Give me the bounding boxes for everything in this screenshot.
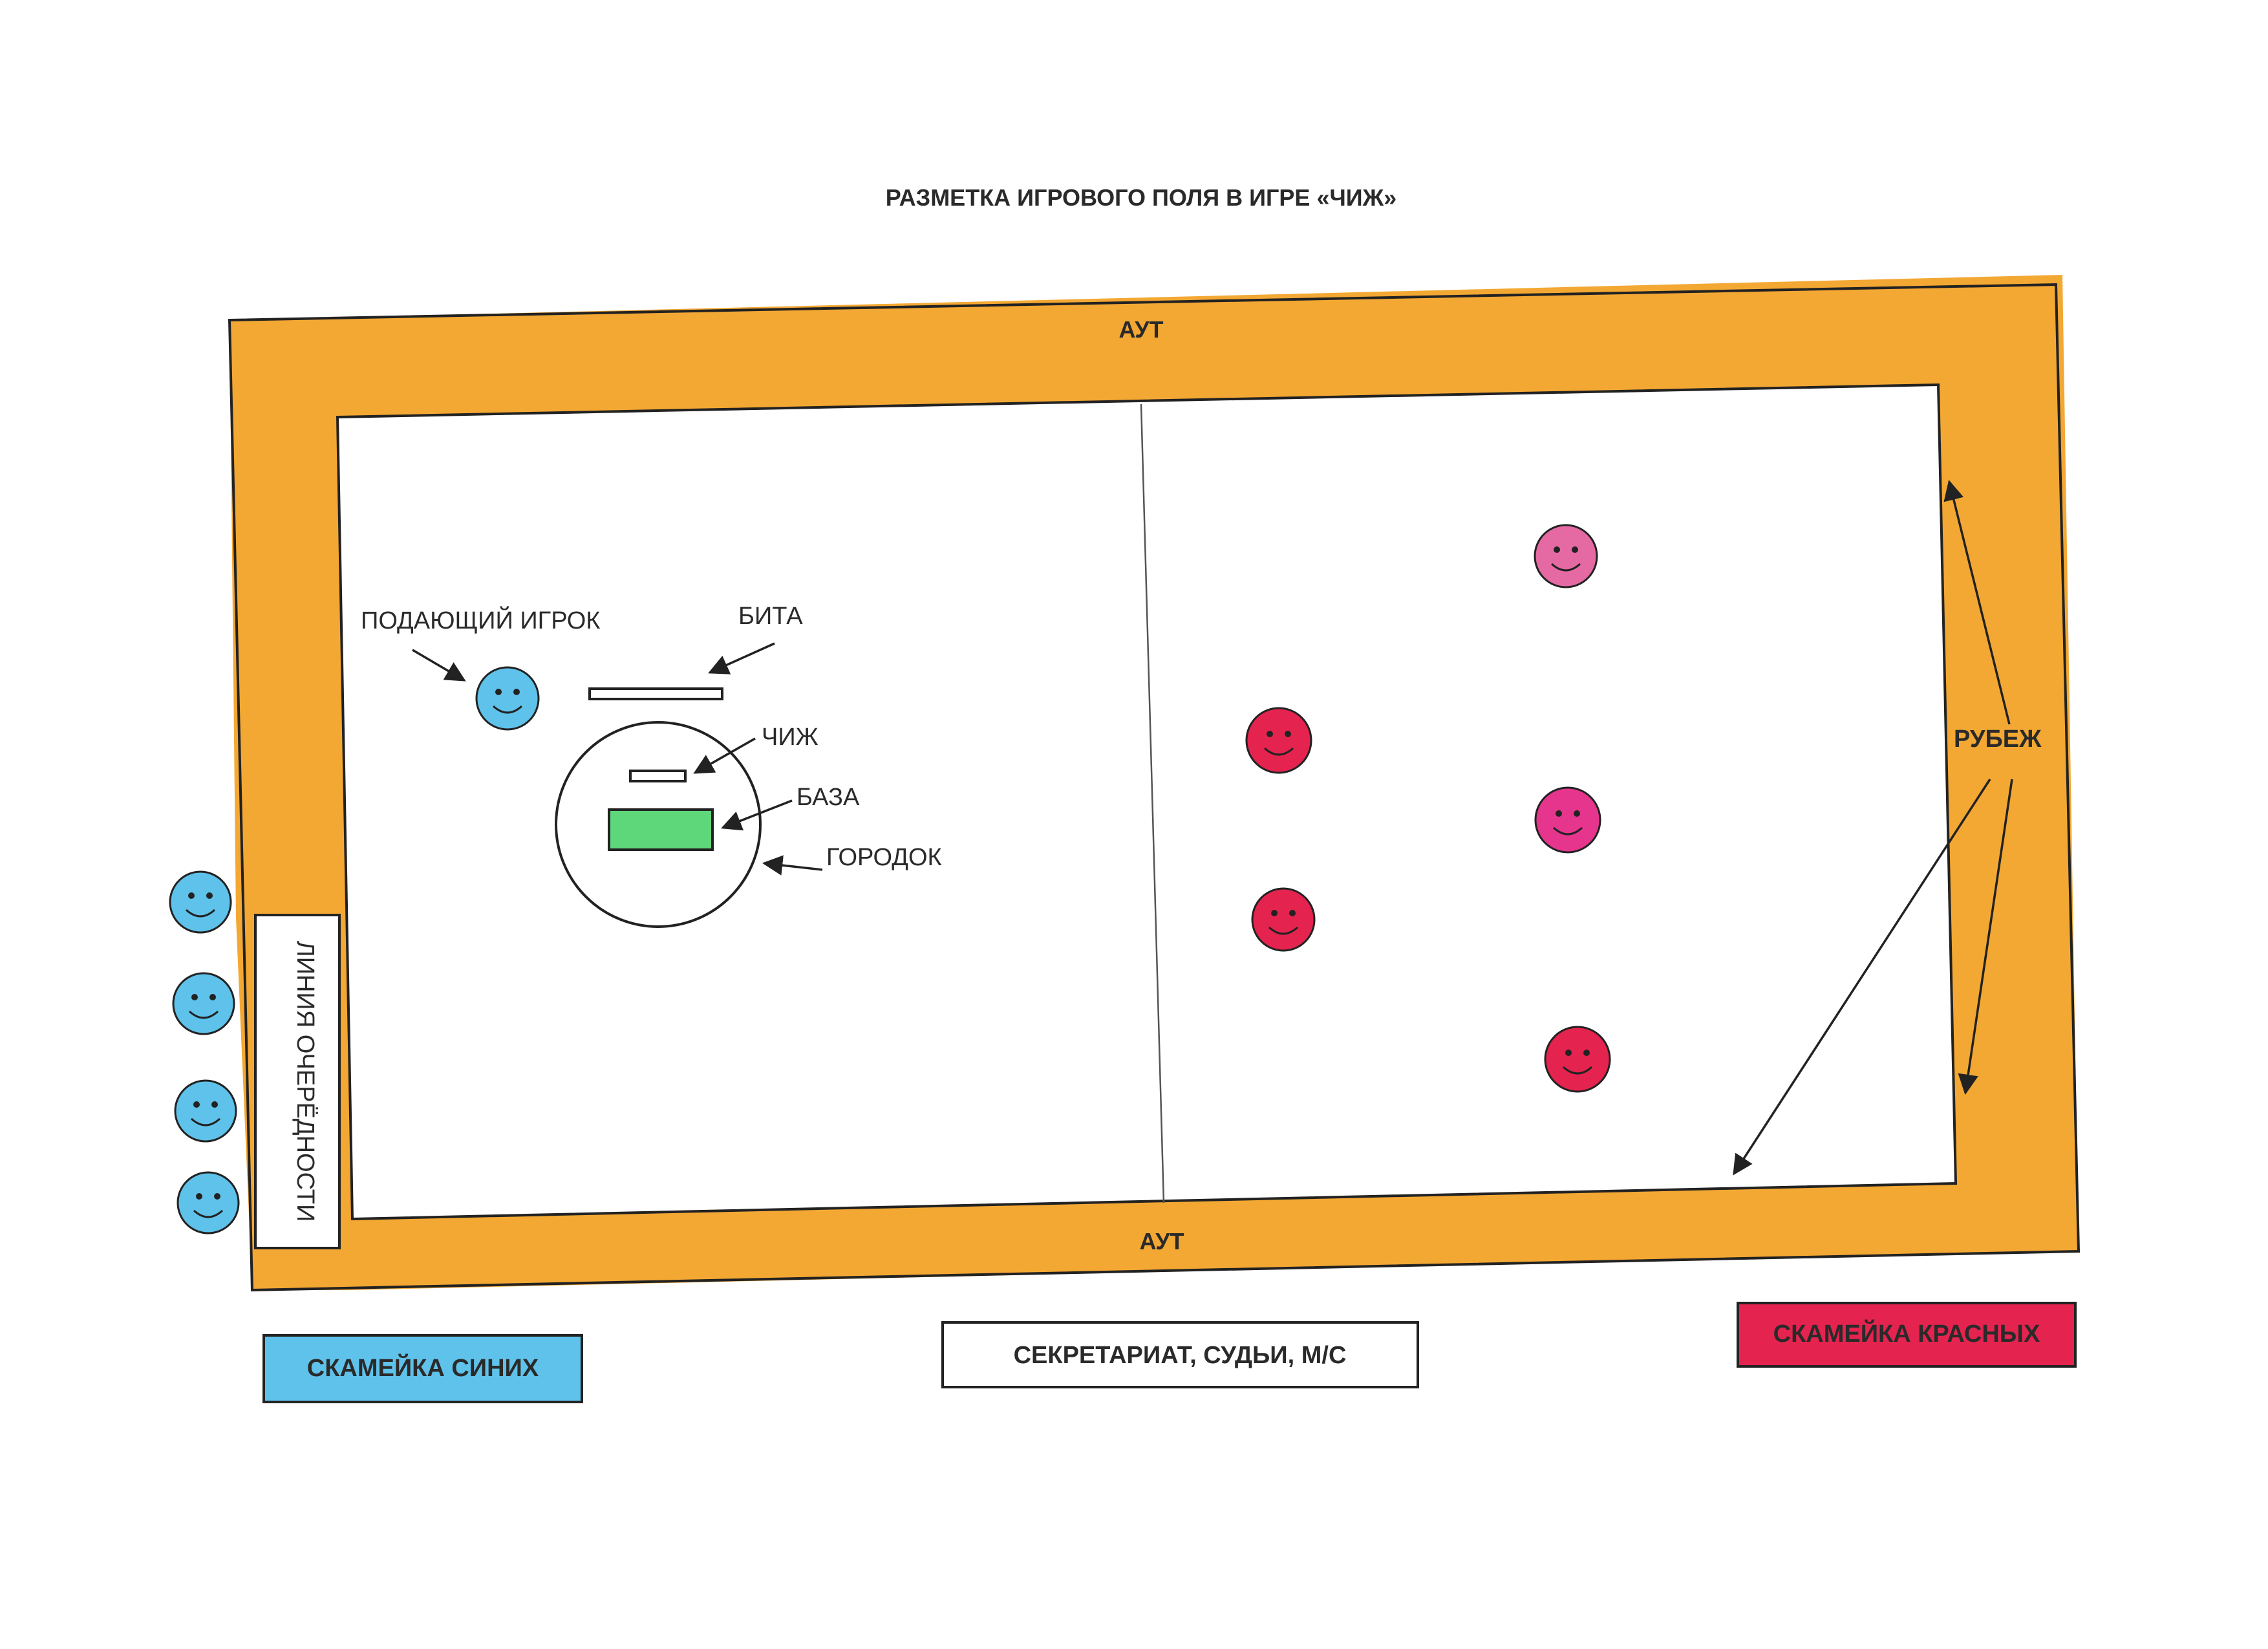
queue-player-3-smiley-face-icon xyxy=(174,1079,237,1143)
playing-field xyxy=(336,383,1958,1221)
bench-red-box xyxy=(1737,1302,2077,1368)
base-rect xyxy=(608,808,714,851)
gorodok-circle xyxy=(555,721,762,928)
field-outer-border xyxy=(228,283,2081,1292)
bat xyxy=(588,687,723,700)
arrow-base-icon xyxy=(721,799,793,831)
red-player-1-smiley-face-icon xyxy=(1534,524,1598,588)
label-base: БАЗА xyxy=(797,784,860,811)
queue-player-1-smiley-face-icon xyxy=(169,870,232,934)
out-label-top: АУТ xyxy=(1118,316,1163,343)
out-zone xyxy=(230,275,2079,1290)
center-line xyxy=(1140,404,1165,1203)
arrow-boundary-diag-icon xyxy=(1733,779,1991,1176)
bench-red-label: СКАМЕЙКА КРАСНЫХ xyxy=(1773,1319,2040,1348)
queue-player-2-smiley-face-icon xyxy=(172,972,235,1035)
secretariat-label: СЕКРЕТАРИАТ, СУДЬИ, М/С xyxy=(1014,1342,1347,1369)
secretariat-box xyxy=(941,1321,1419,1388)
arrow-bat-icon xyxy=(708,642,775,674)
arrow-gorodok-icon xyxy=(762,855,823,876)
bench-blue-box xyxy=(262,1334,583,1403)
red-player-5-smiley-face-icon xyxy=(1544,1026,1611,1093)
bench-blue-label: СКАМЕЙКА СИНИХ xyxy=(307,1353,539,1382)
queue-line-box xyxy=(254,914,341,1249)
chizh-stick xyxy=(629,770,687,782)
label-bat: БИТА xyxy=(738,603,803,630)
label-chizh: ЧИЖ xyxy=(762,724,818,751)
queue-player-4-smiley-face-icon xyxy=(177,1171,240,1234)
queue-line-label: ЛИНИЯ ОЧЕРЁДНОСТИ xyxy=(292,941,319,1222)
label-server: ПОДАЮЩИЙ ИГРОК xyxy=(361,605,600,634)
red-player-3-smiley-face-icon xyxy=(1534,786,1601,854)
red-player-2-smiley-face-icon xyxy=(1245,707,1312,774)
arrow-boundary-up-icon xyxy=(1943,479,2011,725)
server-player-smiley-face-icon xyxy=(475,666,540,731)
arrow-chizh-icon xyxy=(693,737,756,774)
arrow-boundary-down-icon xyxy=(1958,779,2013,1095)
red-player-4-smiley-face-icon xyxy=(1251,887,1316,952)
label-boundary: РУБЕЖ xyxy=(1954,726,2042,753)
label-gorodok: ГОРОДОК xyxy=(826,844,942,871)
arrow-server-icon xyxy=(412,649,466,682)
out-label-bottom: АУТ xyxy=(1139,1228,1184,1255)
page-title: РАЗМЕТКА ИГРОВОГО ПОЛЯ В ИГРЕ «ЧИЖ» xyxy=(886,184,1396,211)
